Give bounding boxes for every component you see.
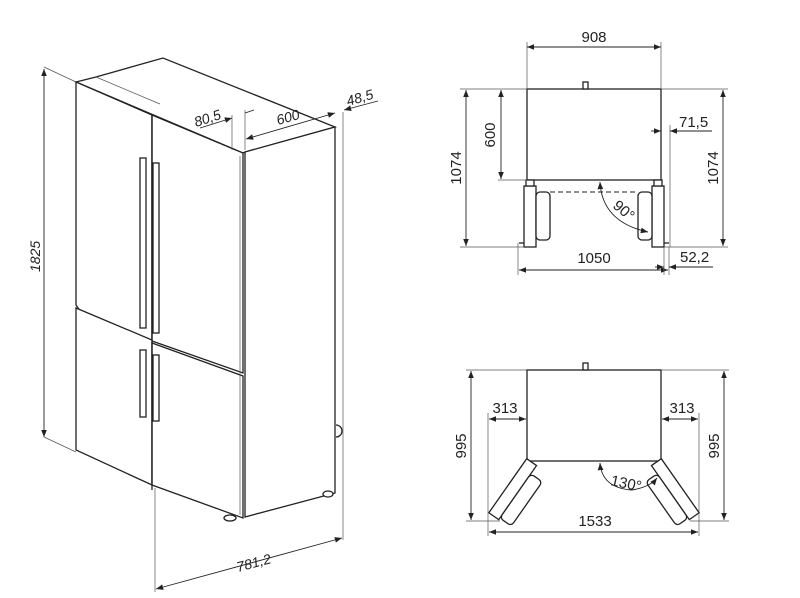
right-door-open: [646, 457, 701, 526]
total-depth-label: 781,2: [235, 550, 273, 575]
handle-lower-right: [152, 354, 160, 422]
depth-dimension: [245, 112, 336, 140]
depth-right-label: 995: [706, 433, 723, 458]
foot: [223, 514, 237, 522]
fridge-body: [526, 88, 662, 181]
left-door-bin: [535, 191, 551, 241]
depth-right-label: 1074: [705, 151, 722, 184]
rear-pin: [582, 81, 589, 90]
left-clearance-label: 313: [492, 400, 517, 417]
body-depth-label: 600: [482, 122, 499, 147]
total-depth-dimension: [155, 537, 343, 590]
right-door-bin: [637, 191, 653, 241]
top-view-90-degrees: 90° 908 1074 600 1074 71,5 1050: [448, 29, 728, 275]
angle-label: 130°: [609, 472, 643, 495]
depth-label: 600: [274, 106, 301, 128]
overall-width-label: 1050: [577, 250, 610, 267]
depth-left-label: 1074: [448, 151, 465, 184]
handle-lower-left: [139, 349, 147, 418]
rear-pin: [582, 362, 589, 371]
lower-right-door: [151, 342, 244, 519]
rear-offset-label: 48,5: [344, 86, 375, 109]
handle-offset-label: 52,2: [680, 249, 709, 266]
right-door: [651, 185, 665, 248]
left-door: [523, 185, 537, 248]
width-label: 908: [581, 29, 606, 46]
handle-upper-right: [152, 162, 160, 334]
foot: [322, 490, 334, 498]
upper-right-door: [151, 114, 244, 374]
swing-arc: [597, 462, 658, 491]
isometric-view: 1825 80,5 600 48,5 781,2: [27, 57, 379, 592]
side-clearance-label: 71,5: [679, 114, 708, 131]
fridge-body: [526, 369, 662, 462]
overall-width-label: 1533: [578, 513, 611, 530]
handle-upper-left: [139, 157, 147, 329]
right-clearance-label: 313: [669, 400, 694, 417]
depth-left-label: 995: [453, 433, 470, 458]
height-label: 1825: [27, 241, 43, 272]
side-panel: [244, 126, 336, 518]
swing-arc: [597, 181, 649, 234]
left-door-open: [487, 457, 542, 526]
top-view-130-degrees: 130° 995 995 313 313 1533: [453, 362, 729, 536]
top-edge: [95, 76, 161, 105]
angle-label: 90°: [609, 197, 637, 225]
rear-spacer: [335, 424, 343, 438]
